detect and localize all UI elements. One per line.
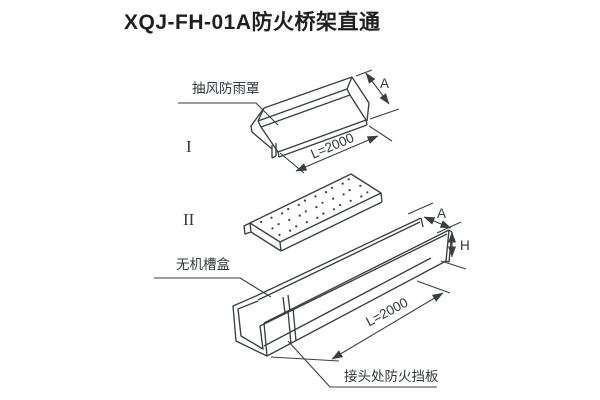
part2-numeral: II [183, 210, 195, 229]
joint-fire-baffle-lines [282, 294, 297, 345]
part3-height-dim-label: H [460, 238, 470, 253]
trough-box-callout-label: 无机槽盒 [176, 256, 230, 272]
part1-length-dim-label: L=2000 [308, 130, 356, 162]
rain-cover-dimensions: A L=2000 [279, 69, 400, 174]
page-title: XQJ-FH-01A防火桥架直通 [124, 11, 381, 34]
rain-cover-callout-label: 抽风防雨罩 [192, 81, 260, 96]
part1-width-dim-label: A [380, 76, 389, 91]
part1-numeral: I [186, 137, 192, 156]
perforation-dots [259, 178, 369, 236]
trough-box-drawing [232, 217, 453, 357]
joint-fire-baffle-callout-label: 接头处防火挡板 [344, 368, 439, 384]
perforated-cover-drawing: II [183, 173, 383, 252]
rain-cover-callout: 抽风防雨罩 I [178, 81, 279, 156]
trough-box-callouts: 无机槽盒 接头处防火挡板 [154, 256, 439, 388]
part3-width-dim-label: A [437, 206, 446, 221]
part3-length-dim-label: L=2000 [363, 295, 410, 330]
